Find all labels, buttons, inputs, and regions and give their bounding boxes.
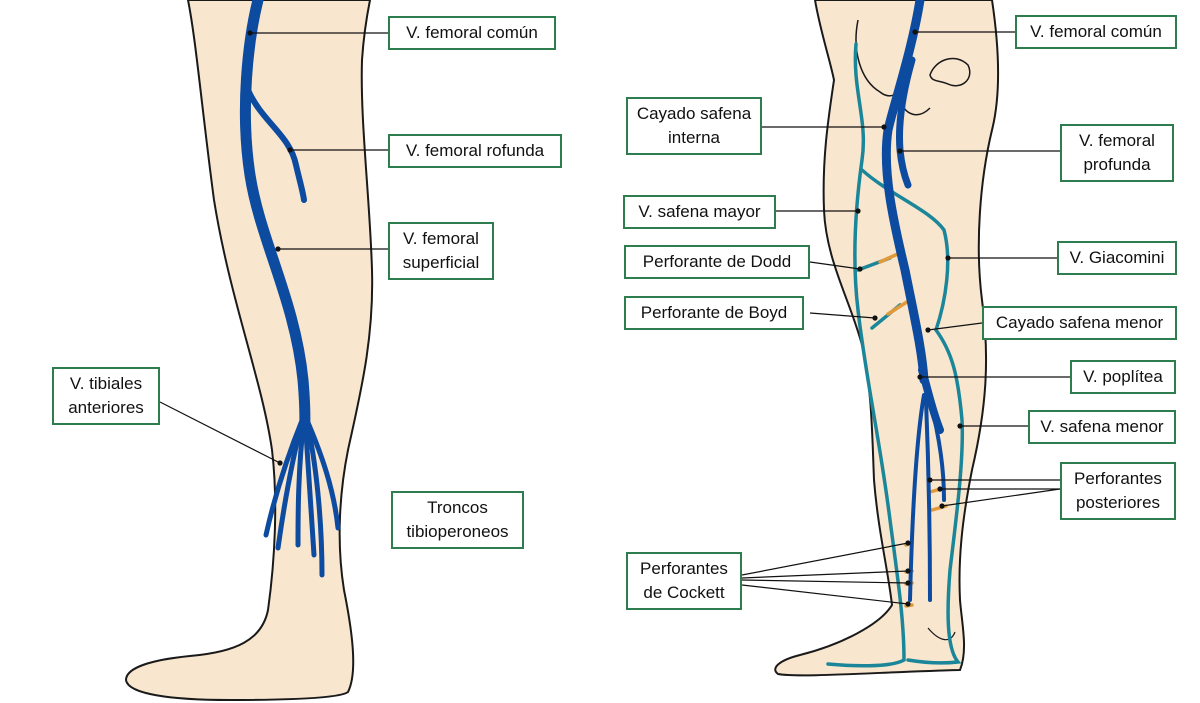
label-right-perforante-dodd: Perforante de Dodd bbox=[624, 245, 810, 279]
label-right-perforantes-posteriores: Perforantes posteriores bbox=[1060, 462, 1176, 520]
label-left-femoral-comun: V. femoral común bbox=[388, 16, 556, 50]
leader-dots bbox=[247, 29, 963, 607]
left-femoral-vein bbox=[239, 0, 311, 438]
leader-lines bbox=[159, 31, 1070, 605]
left-femoral-profunda-vein bbox=[245, 87, 307, 203]
right-femoral-vein bbox=[881, 0, 929, 385]
label-left-femoral-superficial: V. femoral superficial bbox=[388, 222, 494, 280]
label-right-perforante-boyd: Perforante de Boyd bbox=[624, 296, 804, 330]
label-right-safena-menor: V. safena menor bbox=[1028, 410, 1176, 444]
label-left-femoral-profunda: V. femoral rofunda bbox=[388, 134, 562, 168]
tibial-vein-1 bbox=[908, 393, 926, 602]
right-leg bbox=[774, 0, 1000, 677]
left-tibial-veins bbox=[263, 415, 341, 578]
label-right-perforantes-cockett: Perforantes de Cockett bbox=[626, 552, 742, 610]
right-superficial-veins bbox=[826, 42, 965, 668]
left-leg bbox=[124, 0, 374, 702]
label-right-poplitea: V. poplítea bbox=[1070, 360, 1176, 394]
tibial-vein-3 bbox=[928, 398, 946, 502]
femoral-head-outline bbox=[929, 57, 971, 87]
safena-menor-vein bbox=[906, 328, 965, 665]
label-left-troncos-tibioperoneos: Troncos tibioperoneos bbox=[391, 491, 524, 549]
label-right-giacomini: V. Giacomini bbox=[1057, 241, 1177, 275]
tibial-vein-2 bbox=[924, 398, 932, 602]
safena-mayor-vein bbox=[826, 42, 906, 668]
label-right-cayado-safena-interna: Cayado safena interna bbox=[626, 97, 762, 155]
knee-outline bbox=[927, 627, 956, 641]
label-right-cayado-safena-menor: Cayado safena menor bbox=[982, 306, 1177, 340]
label-right-femoral-comun: V. femoral común bbox=[1015, 15, 1177, 49]
label-right-safena-mayor: V. safena mayor bbox=[623, 195, 776, 229]
label-right-femoral-profunda: V. femoral profunda bbox=[1060, 124, 1174, 182]
label-left-tibiales-anteriores: V. tibiales anteriores bbox=[52, 367, 160, 425]
right-leg-silhouette bbox=[774, 0, 1000, 677]
